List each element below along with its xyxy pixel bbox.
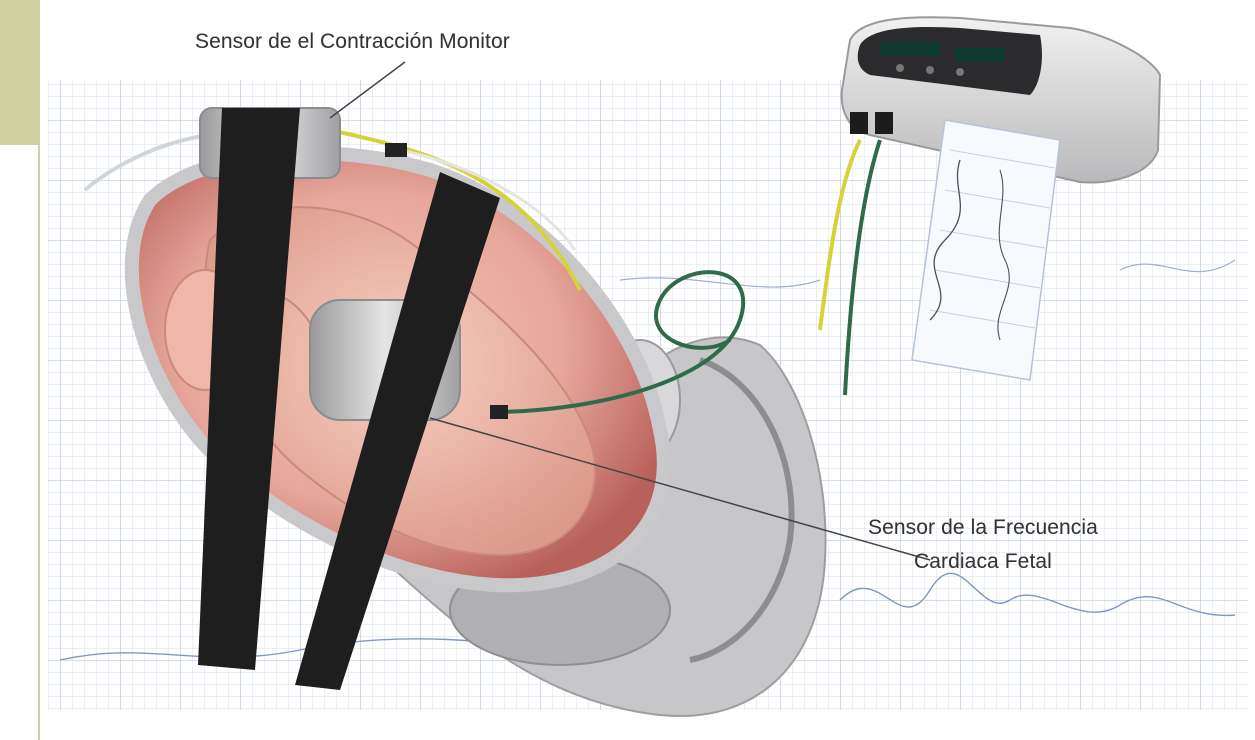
connector-top [385,143,407,157]
heart-rate-sensor-label-line1: Sensor de la Frecuencia [868,511,1098,545]
heart-rate-sensor-label-line2: Cardiaca Fetal [868,545,1098,579]
connector-heart [490,405,508,419]
heart-rate-sensor-label: Sensor de la Frecuencia Cardiaca Fetal [868,511,1098,579]
contraction-sensor-label: Sensor de el Contracción Monitor [195,30,510,54]
